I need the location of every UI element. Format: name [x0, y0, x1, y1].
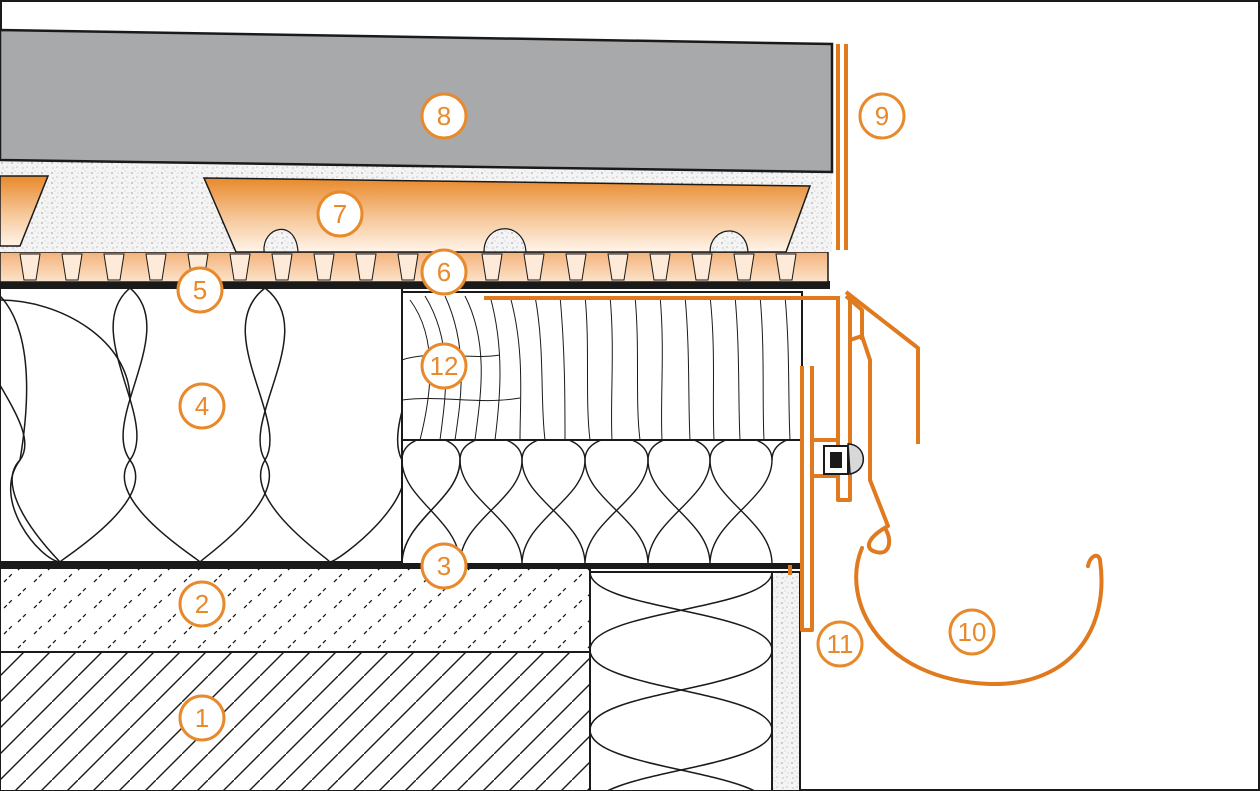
- label-9: 9: [858, 92, 906, 140]
- vapour-barrier-layer: [0, 562, 800, 569]
- drainage-mat-layer: [0, 251, 829, 283]
- label-2: 2: [178, 580, 226, 628]
- gutter-fixing-clip: [823, 443, 865, 475]
- label-7: 7: [316, 190, 364, 238]
- label-6-text: 6: [437, 257, 451, 287]
- edge-insulation-block: [589, 571, 801, 791]
- label-12-text: 12: [430, 351, 459, 381]
- label-9-text: 9: [875, 101, 889, 131]
- label-4: 4: [178, 382, 226, 430]
- label-7-text: 7: [333, 199, 347, 229]
- lower-insulation-layer: [401, 439, 803, 565]
- label-1: 1: [178, 694, 226, 742]
- floor-tile-layer: [0, 28, 834, 174]
- label-10: 10: [948, 608, 996, 656]
- label-3: 3: [420, 542, 468, 590]
- label-1-text: 1: [195, 703, 209, 733]
- label-4-text: 4: [195, 391, 209, 421]
- label-8: 8: [420, 92, 468, 140]
- label-12: 12: [420, 342, 468, 390]
- label-5: 5: [176, 266, 224, 314]
- label-3-text: 3: [437, 551, 451, 581]
- rain-gutter: [854, 524, 1104, 687]
- label-2-text: 2: [195, 589, 209, 619]
- label-10-text: 10: [958, 617, 987, 647]
- label-11-text: 11: [827, 629, 854, 659]
- screed-layer: [0, 567, 591, 653]
- label-6: 6: [420, 248, 468, 296]
- label-11: 11: [816, 620, 864, 668]
- label-5-text: 5: [193, 275, 207, 305]
- waterproofing-membrane-layer: [0, 281, 830, 289]
- label-8-text: 8: [437, 101, 451, 131]
- main-insulation-layer: [0, 287, 403, 563]
- concrete-slab-layer: [0, 651, 591, 791]
- edge-profile: [484, 44, 920, 527]
